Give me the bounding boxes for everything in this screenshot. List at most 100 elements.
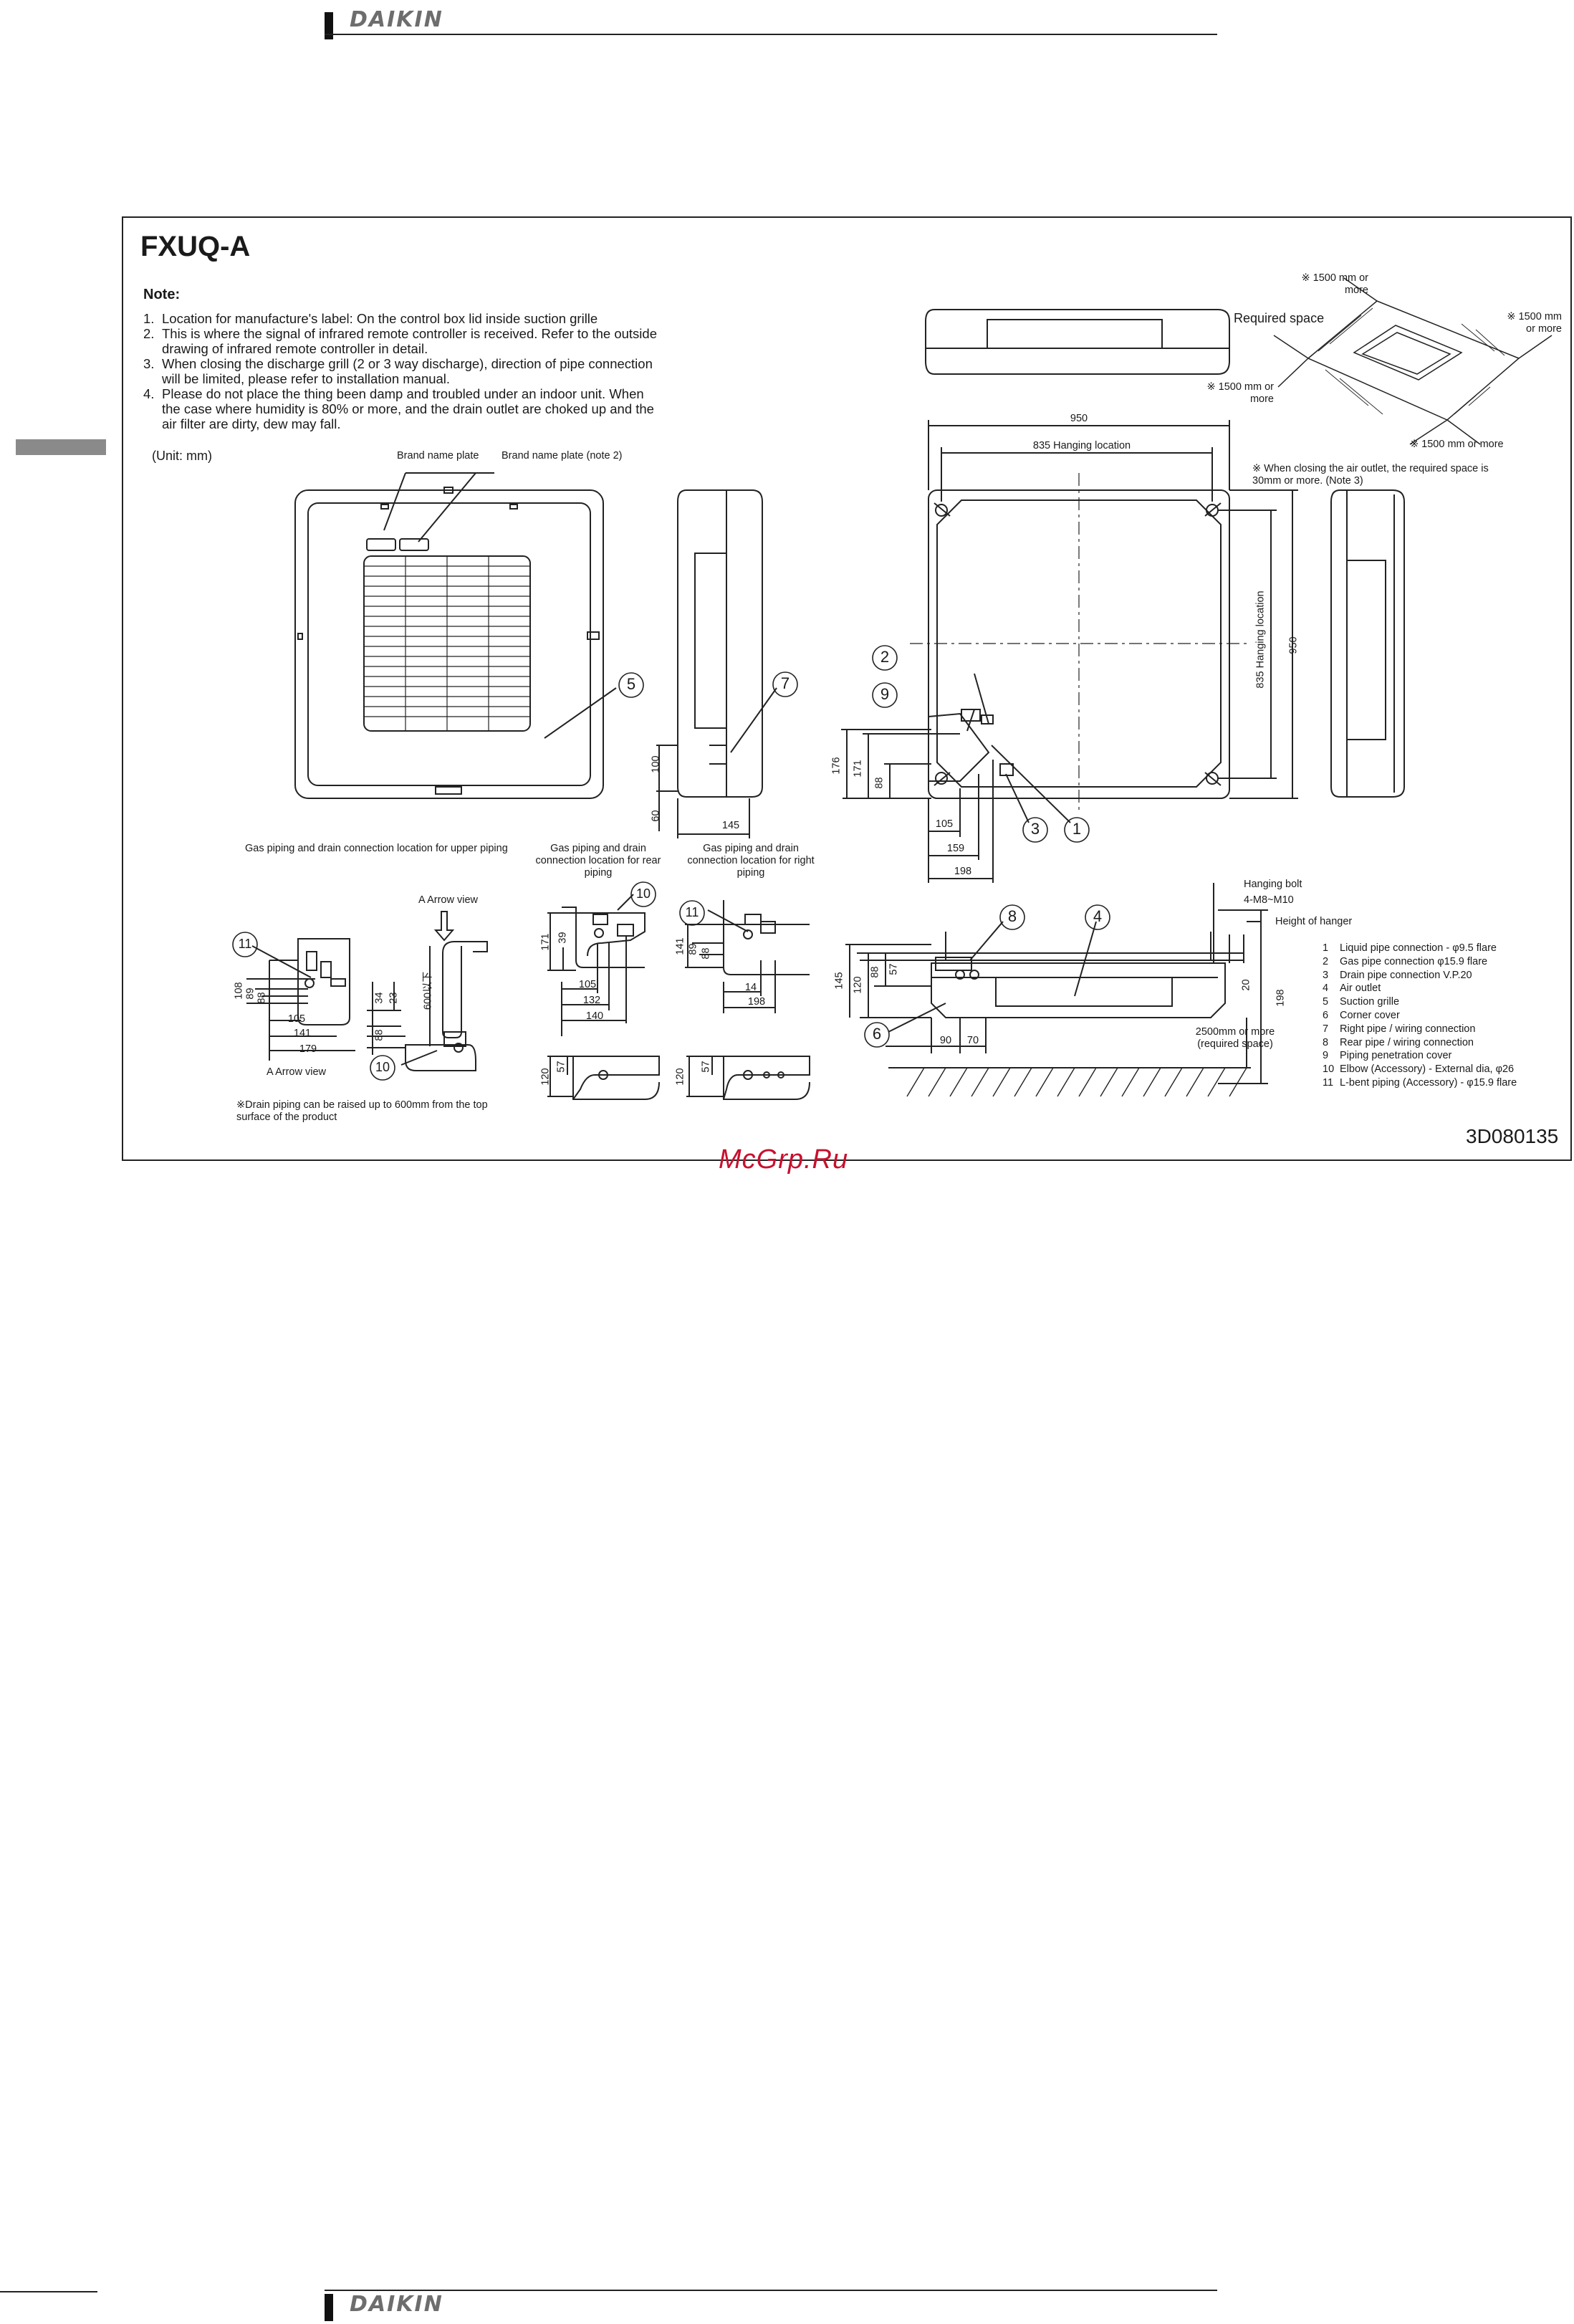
footer-rule-left [0,2291,97,2292]
note-title: Note: [143,287,181,302]
callout-10: 10 [635,886,651,901]
brand-plate-note2-label: Brand name plate (note 2) [502,450,623,462]
daikin-logo: DAIKIN [350,7,443,32]
footer-bar [325,2294,333,2321]
hanging-location-label: 835 Hanging location [1032,440,1131,451]
dim-198: 198 [954,866,972,877]
upper-piping-caption: Gas piping and drain connection location… [245,843,508,854]
callout-2: 2 [880,648,890,666]
dim-e198: 198 [747,996,766,1008]
dim-e57: 57 [700,1061,712,1073]
callout-3: 3 [1030,820,1040,838]
callout-5: 5 [626,675,636,693]
dim-b34: 34 [373,992,385,1004]
callout-1: 1 [1072,820,1082,838]
callout-11: 11 [238,937,252,951]
daikin-logo-footer: DAIKIN [350,2292,443,2317]
bottom-view [294,472,617,799]
dim-159: 159 [946,843,965,854]
dim-c140: 140 [585,1010,604,1022]
dim-60: 60 [650,810,662,822]
callout-9: 9 [880,685,890,703]
note-item: 4.Please do not place the thing been dam… [143,386,654,431]
drawing-frame [122,216,1572,1161]
unit-label: (Unit: mm) [152,449,212,463]
note-item: 3.When closing the discharge grill (2 or… [143,356,653,386]
side-view [656,489,777,838]
dim-950-height: 950 [1287,636,1300,654]
dim-c132: 132 [582,995,601,1006]
right-piping-detail [685,900,810,1100]
rear-piping-detail [547,894,660,1100]
note-list: 1.Location for manufacture's label: On t… [143,311,659,431]
dim-c57: 57 [555,1061,567,1073]
dim-171: 171 [852,760,864,778]
right-side-view [1330,489,1405,798]
space-top-label: ※ 1500 mm or more [1301,272,1368,296]
dim-b23: 23 [388,992,400,1004]
dim-e14: 14 [744,982,757,993]
dim-950-width: 950 [1070,413,1088,424]
side-tab [16,439,106,455]
hanging-location-vertical: 835 Hanging location [1254,590,1267,689]
callout-4: 4 [1093,907,1103,925]
drawing-number: 3D080135 [1466,1125,1559,1147]
dim-c171: 171 [539,933,552,951]
callout-10: 10 [375,1060,390,1074]
dim-105: 105 [935,818,954,830]
dim-s88: 88 [869,966,881,978]
dim-s70: 70 [966,1035,979,1046]
dim-b600: 600以下 [422,971,434,1010]
dim-e120: 120 [674,1068,686,1086]
space-left-label: ※ 1500 mm or more [1206,381,1274,405]
arrow-view-bottom: A Arrow view [267,1066,326,1078]
drain-raise-detail [367,911,488,1071]
upper-piping-detail [246,938,355,1061]
drain-note: ※Drain piping can be raised up to 600mm … [236,1099,488,1123]
footer-rule [325,2290,1217,2291]
outlet-note: ※ When closing the air outlet, the requi… [1252,463,1489,487]
dim-e88: 88 [700,947,712,960]
dim-100: 100 [650,755,662,773]
space-bottom-label: ※ 1500 mm or more [1410,439,1504,450]
space-2500-label: 2500mm or more (required space) [1195,1026,1275,1050]
front-view [925,309,1230,375]
dim-s20: 20 [1240,979,1252,991]
height-hanger-label: Height of hanger [1275,916,1353,927]
dim-s198: 198 [1275,989,1287,1007]
note-item: 2.This is where the signal of infrared r… [143,326,657,356]
dim-e141: 141 [674,937,686,955]
dim-a179: 179 [299,1043,317,1055]
required-space-label: Required space [1234,311,1325,325]
note-item: 1.Location for manufacture's label: On t… [143,311,598,326]
callout-6: 6 [872,1025,882,1043]
bolt-spec-label: 4-M8~M10 [1244,894,1294,906]
callout-11: 11 [685,905,699,919]
model-title: FXUQ-A [140,231,251,262]
hanging-bolt-label: Hanging bolt [1244,879,1302,890]
callout-circles [232,645,1110,1081]
space-right-label: ※ 1500 mm or more [1507,311,1562,335]
dim-a105: 105 [287,1013,306,1025]
callout-7: 7 [780,674,790,692]
dim-s120: 120 [852,976,864,994]
plan-view [841,420,1298,883]
callout-8: 8 [1007,907,1017,925]
dim-c120: 120 [539,1068,552,1086]
watermark: McGrp.Ru [719,1144,849,1175]
header-rule [325,34,1217,35]
header-bar [325,12,333,39]
brand-plate-label: Brand name plate [397,450,479,462]
